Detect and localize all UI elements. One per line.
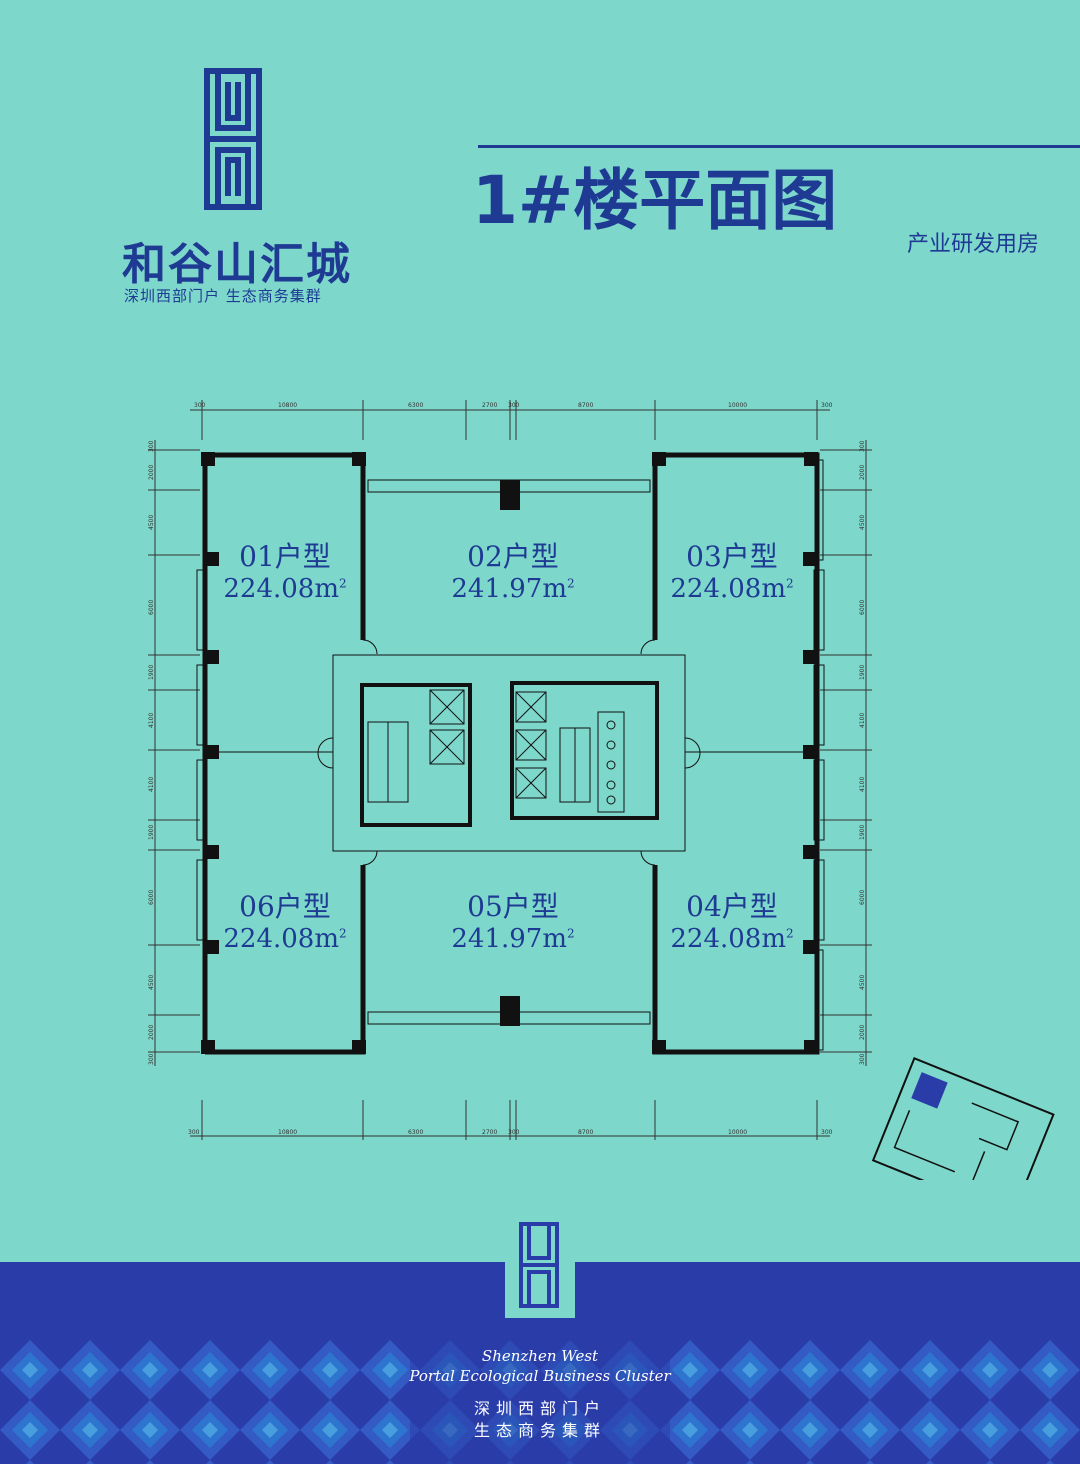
dim-bottom-4: 300 [508, 1129, 520, 1136]
footer-logo-box [505, 1218, 575, 1318]
dim-right-7: 1900 [859, 825, 866, 840]
footer-en-line1: Shenzhen West [481, 1347, 599, 1365]
page-subtitle: 产业研发用房 [907, 232, 1040, 257]
unit-01: 01户型 224.08m2 [185, 540, 385, 605]
dimension-labels-right: 300 2000 4500 6000 1900 4100 4100 1900 6… [859, 440, 866, 1065]
footer-cn-line1: 深圳西部门户 [473, 1399, 606, 1418]
dim-left-6: 4100 [148, 777, 155, 792]
dim-left-5: 4100 [148, 713, 155, 728]
dim-left-2: 4500 [148, 515, 155, 530]
dim-top-7: 300 [821, 402, 833, 409]
footer-cn-line2: 生态商务集群 [473, 1421, 606, 1440]
unit-05: 05户型 241.97m2 [413, 890, 613, 955]
dimension-labels-top: 300 10800 6300 2700 300 8700 10000 300 [194, 402, 833, 409]
dim-top-5: 8700 [578, 402, 593, 409]
unit-04: 04户型 224.08m2 [632, 890, 832, 955]
unit-05-name: 05户型 [467, 890, 559, 923]
unit-05-area: 241.97m2 [451, 923, 575, 954]
dim-right-10: 2000 [859, 1025, 866, 1040]
dim-right-9: 4500 [859, 975, 866, 990]
dim-left-11: 300 [148, 1053, 155, 1065]
dim-bottom-3: 2700 [482, 1129, 497, 1136]
dimension-labels-left: 300 2000 4500 6000 1900 4100 4100 1900 6… [148, 440, 155, 1065]
brand-tagline: 深圳西部门户 生态商务集群 [124, 287, 322, 305]
dim-left-9: 4500 [148, 975, 155, 990]
dimension-labels-bottom: 300 10800 6300 2700 300 8700 10000 300 [188, 1129, 833, 1136]
dim-left-4: 1900 [148, 665, 155, 680]
dim-bottom-5: 8700 [578, 1129, 593, 1136]
dim-right-2: 4500 [859, 515, 866, 530]
dim-bottom-6: 10000 [728, 1129, 747, 1136]
dim-bottom-2: 6300 [408, 1129, 423, 1136]
unit-02-area: 241.97m2 [451, 573, 575, 604]
unit-03-name: 03户型 [686, 540, 778, 573]
unit-06: 06户型 224.08m2 [185, 890, 385, 955]
footer-en-line2: Portal Ecological Business Cluster [409, 1367, 671, 1385]
dim-left-7: 1900 [148, 825, 155, 840]
unit-04-area: 224.08m2 [670, 923, 794, 954]
footer-chinese-tagline: 深圳西部门户 生态商务集群 [0, 1398, 1080, 1442]
unit-06-area: 224.08m2 [223, 923, 347, 954]
core-area [332, 654, 686, 852]
unit-04-name: 04户型 [686, 890, 778, 923]
page-title: 1#楼平面图 [472, 162, 838, 239]
unit-03-area: 224.08m2 [670, 573, 794, 604]
dim-top-3: 2700 [482, 402, 497, 409]
footer-logo-icon [519, 1222, 559, 1308]
site-minimap [871, 1057, 1055, 1180]
unit-01-area: 224.08m2 [223, 573, 347, 604]
dim-left-3: 6000 [148, 600, 155, 615]
dim-right-11: 300 [859, 1053, 866, 1065]
dim-right-8: 6000 [859, 890, 866, 905]
dim-top-0: 300 [194, 402, 206, 409]
brand-logo-icon [204, 68, 262, 210]
dim-bottom-0: 300 [188, 1129, 200, 1136]
dim-right-5: 4100 [859, 713, 866, 728]
dim-right-3: 6000 [859, 600, 866, 615]
unit-01-name: 01户型 [239, 540, 331, 573]
dim-bottom-1: 10800 [278, 1129, 297, 1136]
brand-name: 和谷山汇城 [122, 239, 352, 290]
dim-bottom-7: 300 [821, 1129, 833, 1136]
footer-diamond-pattern [0, 1340, 1080, 1464]
dim-left-1: 2000 [148, 465, 155, 480]
dim-right-6: 4100 [859, 777, 866, 792]
dim-right-0: 300 [859, 440, 866, 452]
dim-right-1: 2000 [859, 465, 866, 480]
dim-top-1: 10800 [278, 402, 297, 409]
unit-02-name: 02户型 [467, 540, 559, 573]
unit-02: 02户型 241.97m2 [413, 540, 613, 605]
dim-top-2: 6300 [408, 402, 423, 409]
unit-06-name: 06户型 [239, 890, 331, 923]
dim-top-4: 300 [508, 402, 520, 409]
dim-right-4: 1900 [859, 665, 866, 680]
dim-left-0: 300 [148, 440, 155, 452]
title-rule [478, 145, 1080, 148]
unit-03: 03户型 224.08m2 [632, 540, 832, 605]
dim-left-8: 6000 [148, 890, 155, 905]
footer-english-tagline: Shenzhen West Portal Ecological Business… [0, 1346, 1080, 1386]
dim-left-10: 2000 [148, 1025, 155, 1040]
floor-plan: 300 10800 6300 2700 300 8700 10000 300 3… [148, 400, 1055, 1180]
dim-top-6: 10000 [728, 402, 747, 409]
